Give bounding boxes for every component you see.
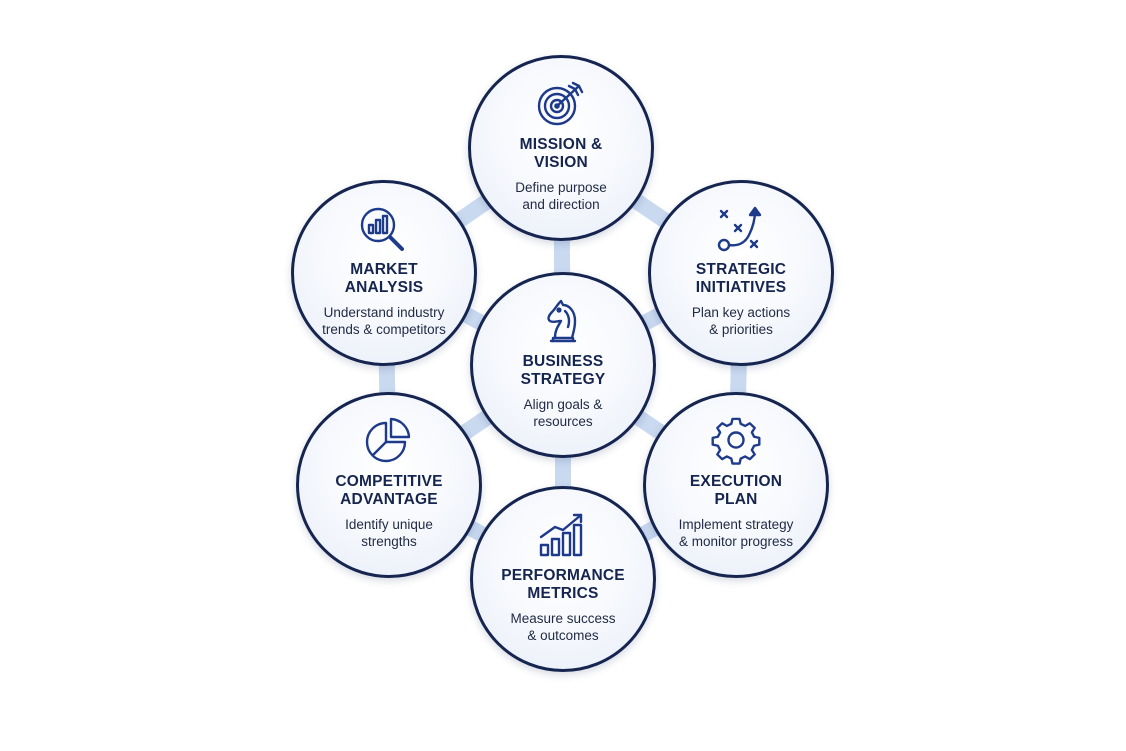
desc-line: & priorities (709, 322, 773, 337)
node-execution-plan: EXECUTION PLAN Implement strategy & moni… (643, 392, 829, 578)
pie-chart-icon (365, 417, 411, 463)
title-line: PERFORMANCE (501, 567, 625, 584)
desc-line: Define purpose (515, 180, 607, 195)
title-line: MARKET (350, 261, 418, 278)
strategy-play-icon (717, 206, 762, 252)
node-mission-vision: MISSION & VISION Define purpose and dire… (468, 55, 654, 241)
gear-icon (711, 417, 761, 465)
desc-line: Understand industry (323, 305, 445, 320)
title-line: BUSINESS (522, 353, 604, 370)
title-line: EXECUTION (689, 473, 783, 490)
desc-line: Measure success (510, 611, 616, 626)
magnifier-chart-icon (360, 207, 404, 251)
node-strategic-initiatives: STRATEGIC INITIATIVES Plan key actions &… (648, 180, 834, 366)
title-line: ANALYSIS (344, 279, 424, 296)
node-performance-metrics: PERFORMANCE METRICS Measure success & ou… (470, 486, 656, 672)
title-line: VISION (534, 154, 588, 171)
desc-line: strengths (361, 534, 417, 549)
desc-line: Identify unique (345, 517, 433, 532)
target-arrow-icon (537, 81, 584, 126)
desc-line: Align goals & (523, 397, 603, 412)
title-line: ADVANTAGE (340, 491, 438, 508)
title-line: MISSION & (519, 136, 603, 153)
node-business-strategy: BUSINESS STRATEGY Align goals & resource… (470, 272, 656, 458)
node-competitive-advantage: COMPETITIVE ADVANTAGE Identify unique st… (296, 392, 482, 578)
title-line: COMPETITIVE (335, 473, 443, 490)
desc-line: & outcomes (527, 628, 599, 643)
title-line: PLAN (714, 491, 758, 508)
title-line: STRATEGIC (695, 261, 787, 278)
title-line: STRATEGY (520, 371, 606, 388)
desc-line: & monitor progress (678, 534, 794, 549)
desc-line: and direction (522, 197, 600, 212)
desc-line: Implement strategy (678, 517, 794, 532)
desc-line: Plan key actions (691, 305, 791, 320)
desc-line: resources (533, 414, 593, 429)
growth-chart-icon (539, 513, 583, 557)
knight-chess-icon (547, 299, 577, 343)
title-line: INITIATIVES (695, 279, 787, 296)
desc-line: trends & competitors (322, 322, 446, 337)
node-market-analysis: MARKET ANALYSIS Understand industry tren… (291, 180, 477, 366)
title-line: METRICS (527, 585, 599, 602)
